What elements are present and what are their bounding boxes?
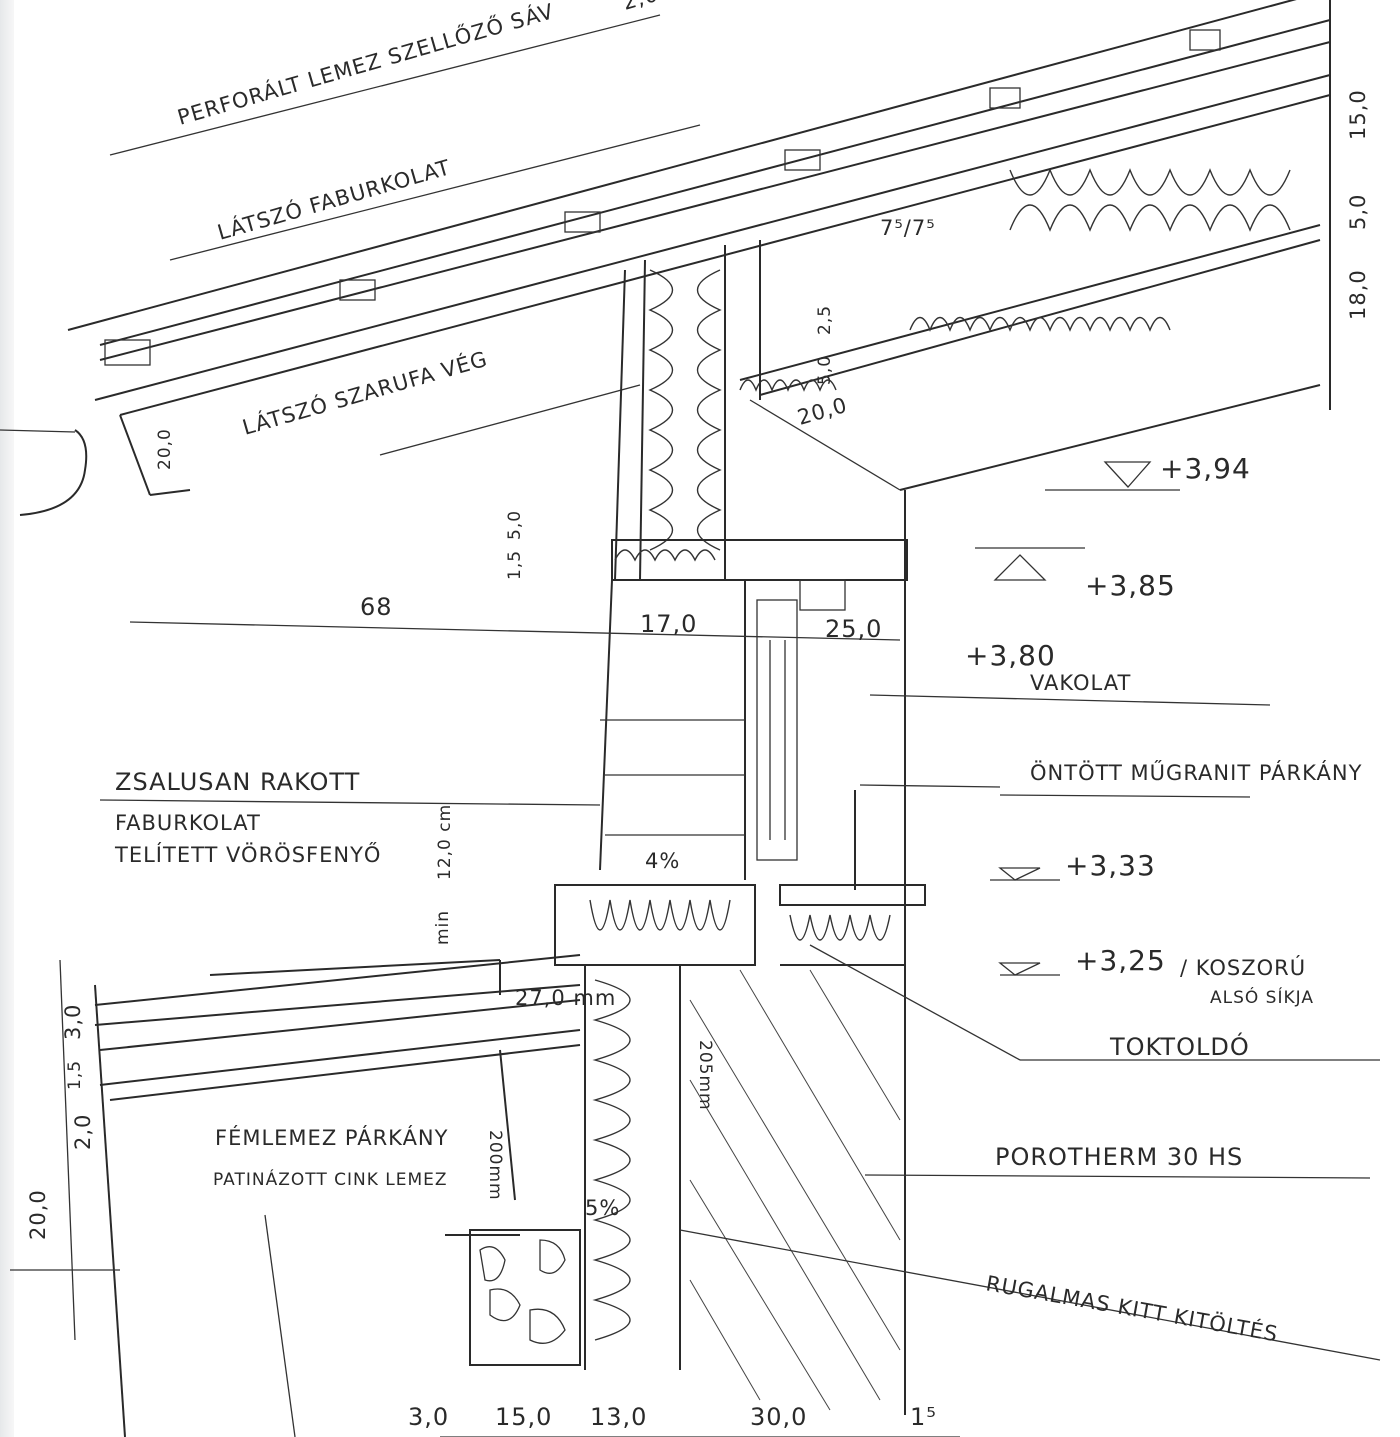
dim-left-200: 20,0 [26, 1189, 50, 1240]
dim-120: 12,0 cm [435, 804, 455, 880]
dim-right-top: 15,0 [1346, 89, 1370, 140]
dim-15: 1,5 [505, 550, 525, 580]
dim-bottom-300: 30,0 [750, 1403, 807, 1431]
dim-min: min [433, 910, 453, 945]
dim-slope-window: 4% [645, 849, 680, 873]
label-ring-beam-2: ALSÓ SÍKJA [1210, 986, 1314, 1008]
wall-lower [445, 884, 926, 1411]
scan-edge [0, 0, 14, 1437]
label-frame-extension: TOKTOLDÓ [1109, 1031, 1250, 1061]
leader-lines [99, 461, 1381, 1437]
dim-170: 17,0 [640, 610, 697, 638]
dim-left-20: 2,0 [71, 1114, 95, 1150]
label-metal-sill: FÉMLEMEZ PÁRKÁNY [215, 1125, 448, 1150]
dim-50: 5,0 [815, 355, 835, 385]
label-zinc: PATINÁZOTT CINK LEMEZ [213, 1168, 448, 1190]
label-cast-sill: ÖNTÖTT MŰGRANIT PÁRKÁNY [1030, 760, 1362, 785]
dim-bottom-130: 13,0 [590, 1403, 647, 1431]
dim-270: 27,0 mm [515, 986, 616, 1010]
level-333: +3,33 [1065, 849, 1156, 882]
dim-25: 2,5 [815, 305, 835, 335]
level-325: +3,25 [1075, 944, 1166, 977]
dim-left-30: 3,0 [61, 1004, 85, 1040]
dim-left-15: 1,5 [65, 1060, 85, 1090]
wall-upper [599, 240, 908, 1415]
dim-bottom-150: 15,0 [495, 1403, 552, 1431]
dim-overhang: 68 [360, 593, 393, 621]
dim-right-low: 18,0 [1346, 269, 1370, 320]
roof-insulation [739, 168, 1291, 392]
dim-slope-sill: 5% [585, 1196, 620, 1220]
dim-5: 5,0 [505, 510, 525, 540]
label-porotherm: POROTHERM 30 HS [995, 1143, 1243, 1171]
label-perforated-sheet: PERFORÁLT LEMEZ SZELLŐZŐ SÁV [174, 0, 556, 130]
dim-bottom-30: 3,0 [408, 1403, 449, 1431]
dim-200mm: 200mm [485, 1130, 505, 1201]
dim-200b: 20,0 [155, 428, 175, 470]
dim-batten: 7⁵/7⁵ [880, 216, 936, 240]
dim-perforated: 2,0 [620, 0, 662, 15]
label-shuttered-3: TELÍTETT VÖRÖSFENYŐ [114, 842, 381, 867]
dim-200a: 20,0 [795, 393, 850, 430]
label-ring-beam: / KOSZORÚ [1180, 955, 1306, 980]
dim-right-mid: 5,0 [1346, 194, 1370, 230]
label-shuttered-1: ZSALUSAN RAKOTT [115, 768, 360, 796]
label-rafter-end: LÁTSZÓ SZARUFA VÉG [239, 346, 490, 440]
dim-250: 25,0 [825, 615, 882, 643]
label-shuttered-2: FABURKOLAT [115, 811, 261, 835]
dim-205mm: 205mm [695, 1040, 715, 1111]
lower-cladding [10, 954, 581, 1437]
level-380: +3,80 [965, 639, 1056, 672]
level-385: +3,85 [1085, 569, 1176, 602]
dim-bottom-15: 1⁵ [910, 1403, 937, 1431]
label-sealant: RUGALMAS KITT KITÖLTÉS [984, 1270, 1280, 1346]
label-visible-cladding: LÁTSZÓ FABURKOLAT [214, 154, 453, 245]
labels: PERFORÁLT LEMEZ SZELLŐZŐ SÁV 2,0 LÁTSZÓ … [26, 0, 1370, 1431]
level-394: +3,94 [1160, 452, 1251, 485]
label-plaster: VAKOLAT [1030, 671, 1131, 695]
